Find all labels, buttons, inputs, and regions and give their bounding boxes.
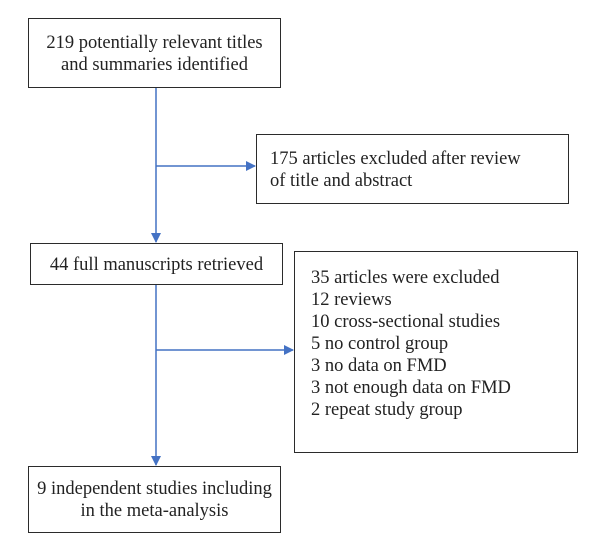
excluded-full-box: 35 articles were excluded 12 reviews 10 … — [294, 251, 578, 453]
identified-box: 219 potentially relevant titles and summ… — [28, 18, 281, 88]
included-line-1: 9 independent studies including — [37, 479, 272, 499]
identified-line-1: 219 potentially relevant titles — [46, 33, 263, 53]
included-line-2: in the meta-analysis — [80, 501, 229, 521]
excluded-full-line-6: 3 not enough data on FMD — [311, 378, 511, 398]
identified-line-2: and summaries identified — [60, 55, 248, 75]
included-box: 9 independent studies including in the m… — [28, 466, 281, 533]
excluded-full-line-3: 10 cross-sectional studies — [311, 312, 501, 332]
excluded-full-line-2: 12 reviews — [311, 290, 392, 310]
retrieved-box: 44 full manuscripts retrieved — [30, 243, 283, 285]
excluded-title-abstract-line-2: of title and abstract — [270, 171, 413, 191]
excluded-full-line-5: 3 no data on FMD — [311, 356, 447, 376]
retrieved-line-1: 44 full manuscripts retrieved — [49, 255, 264, 275]
excluded-title-abstract-box: 175 articles excluded after review of ti… — [256, 134, 569, 204]
excluded-title-abstract-line-1: 175 articles excluded after review — [270, 149, 521, 169]
excluded-full-line-7: 2 repeat study group — [311, 400, 463, 420]
excluded-full-line-1: 35 articles were excluded — [311, 268, 500, 288]
excluded-full-line-4: 5 no control group — [311, 334, 449, 354]
